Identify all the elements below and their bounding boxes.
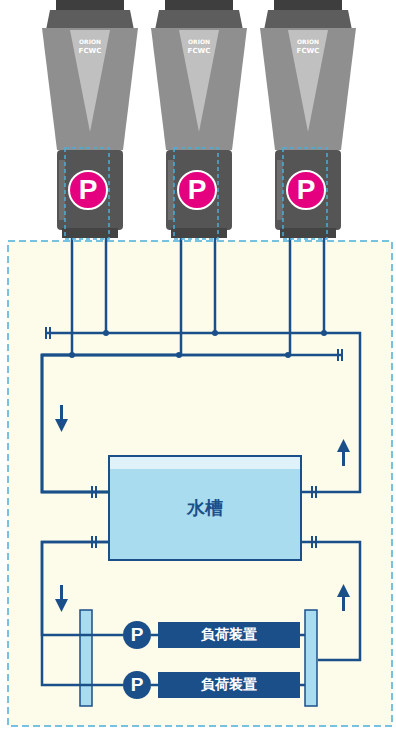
load-label: 負荷装置 (201, 676, 257, 694)
pump-symbol: P (286, 170, 326, 210)
load-label: 負荷装置 (201, 626, 257, 644)
load-device: 負荷装置 (158, 672, 300, 698)
brand-label: ORION (149, 38, 249, 46)
system-region (8, 241, 392, 726)
model-label: FCWC (258, 47, 358, 55)
pump-label: P (297, 174, 316, 206)
pump-symbol: P (177, 170, 217, 210)
chiller-unit: ORIONFCWC P (40, 0, 140, 240)
pipe-connector (151, 684, 158, 687)
chiller-unit: ORIONFCWC P (149, 0, 249, 240)
header-bars (80, 610, 317, 706)
model-label: FCWC (40, 47, 140, 55)
pipe-connector (42, 236, 108, 492)
flow-arrows (55, 405, 350, 612)
supply-header (42, 354, 342, 357)
tank-label: 水槽 (187, 496, 223, 520)
pump-label: P (131, 624, 144, 646)
pipe-connector (42, 542, 123, 685)
water-tank: 水槽 (108, 455, 302, 561)
pump-symbol: P (123, 671, 151, 699)
pump-label: P (79, 174, 98, 206)
pipe-connector (151, 634, 158, 637)
model-label: FCWC (149, 47, 249, 55)
pump-symbol: P (68, 170, 108, 210)
load-device: 負荷装置 (158, 622, 300, 648)
brand-label: ORION (258, 38, 358, 46)
pump-label: P (188, 174, 207, 206)
pump-label: P (131, 674, 144, 696)
pump-symbol: P (123, 621, 151, 649)
water-surface (110, 457, 300, 469)
pipe-connector (42, 236, 290, 492)
brand-label: ORION (40, 38, 140, 46)
chiller-unit: ORIONFCWC P (258, 0, 358, 240)
pipe-connector (42, 236, 181, 492)
